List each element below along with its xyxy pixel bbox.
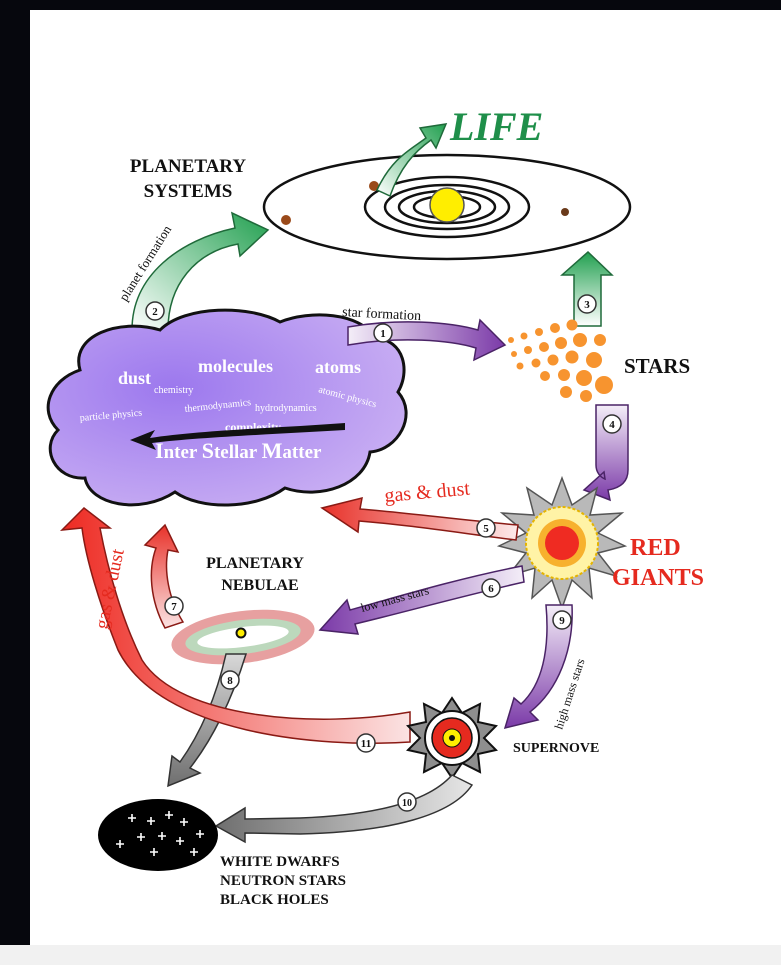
step-6-marker: 6 — [482, 579, 500, 597]
step-5-marker: 5 — [477, 519, 495, 537]
svg-text:1: 1 — [380, 328, 386, 340]
stars-label: STARS — [624, 354, 690, 378]
svg-text:9: 9 — [559, 615, 565, 627]
step-10-marker: 10 — [398, 793, 416, 811]
step-11-marker: 11 — [357, 734, 375, 752]
step-3-marker: 3 — [578, 295, 596, 313]
remnants-label-2: NEUTRON STARS — [220, 873, 346, 889]
svg-text:8: 8 — [227, 675, 233, 687]
supernove-label: SUPERNOVE — [513, 741, 599, 756]
svg-text:7: 7 — [171, 601, 177, 613]
remnants-label-3: BLACK HOLES — [220, 892, 329, 908]
red-giants-label-2: GIANTS — [612, 565, 704, 591]
cloud-word-chemistry: chemistry — [154, 385, 193, 396]
stars-cluster-icon — [508, 320, 613, 403]
red-giants-label-1: RED — [630, 535, 681, 561]
svg-text:2: 2 — [152, 306, 158, 318]
step-2-marker: 2 — [146, 302, 164, 320]
planetary-systems-label-2: SYSTEMS — [144, 181, 233, 202]
cloud-word-molecules: molecules — [198, 356, 273, 376]
sun-icon — [430, 188, 464, 222]
svg-text:11: 11 — [361, 738, 371, 750]
svg-text:10: 10 — [402, 798, 412, 809]
svg-text:5: 5 — [483, 523, 489, 535]
svg-text:6: 6 — [488, 583, 494, 595]
planetary-systems-label-1: PLANETARY — [130, 156, 246, 177]
planet-icon — [281, 215, 291, 225]
planetary-system — [264, 155, 630, 259]
step-1-marker: 1 — [374, 324, 392, 342]
supernova-to-remnants-arrow — [216, 775, 472, 842]
step-4-marker: 4 — [603, 415, 621, 433]
cloud-word-hydrodynamics: hydrodynamics — [255, 403, 317, 414]
life-label: LIFE — [449, 104, 543, 149]
supernova-icon — [408, 698, 496, 778]
step-9-marker: 9 — [553, 611, 571, 629]
planetary-nebulae-label-2: NEBULAE — [221, 577, 298, 594]
interstellar-matter-title: Inter Stellar Matter — [155, 438, 322, 463]
planet-icon — [561, 208, 569, 216]
low-mass-stars-arrow — [320, 566, 524, 634]
step-7-marker: 7 — [165, 597, 183, 615]
cloud-word-atoms: atoms — [315, 357, 361, 377]
gas-dust-label: gas & dust — [384, 478, 472, 507]
planetary-nebulae-label-1: PLANETARY — [206, 555, 304, 572]
remnants-label-1: WHITE DWARFS — [220, 854, 340, 870]
svg-text:3: 3 — [584, 299, 590, 311]
stars-to-planets-arrow — [562, 252, 612, 326]
stellar-remnants-icon — [98, 799, 218, 871]
svg-text:4: 4 — [609, 419, 615, 431]
cloud-word-dust: dust — [118, 368, 151, 388]
step-8-marker: 8 — [221, 671, 239, 689]
